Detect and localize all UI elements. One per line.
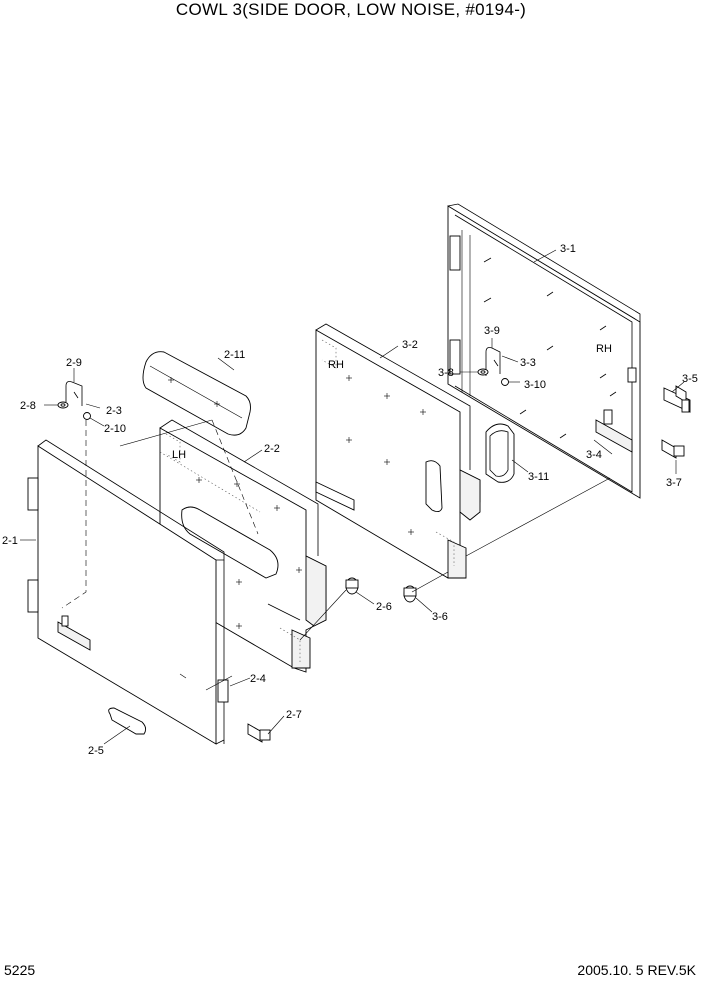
page-number: 5225 [4,962,36,978]
bolt-3-7 [661,439,685,459]
callout-3-8: 3-8 [438,367,454,379]
callout-3-1: 3-1 [560,243,576,255]
grommet-3-11 [485,423,515,483]
callout-3-10: 3-10 [524,379,546,391]
callout-2-4: 2-4 [250,673,266,685]
door-frame-3-1 [447,203,641,499]
callout-3-11: 3-11 [528,471,549,483]
sound-panel-3-2 [315,323,481,579]
washer-2-8 [57,401,69,409]
callout-2-8: 2-8 [20,400,36,412]
callout-3-7: 3-7 [666,477,682,489]
callout-3-2: 3-2 [402,339,418,351]
callout-3-9: 3-9 [484,325,500,337]
handle-2-5 [108,707,147,735]
leader-lines [20,249,685,745]
callout-2-9: 2-9 [66,357,82,369]
door-frame-2-1 [27,420,233,745]
nut-2-10 [83,412,91,420]
plug-3-6 [403,585,417,603]
stay-bracket-2-9 [65,381,83,406]
callout-2-3: 2-3 [106,405,122,417]
side-label-lh: LH [172,449,186,461]
callout-3-3: 3-3 [520,357,536,369]
bumper-2-6 [345,577,359,595]
page-title: COWL 3(SIDE DOOR, LOW NOISE, #0194-) [175,0,527,19]
callout-2-7: 2-7 [286,709,302,721]
revision-date: 2005.10. 5 REV.5K [577,962,696,978]
nut-3-10 [501,378,509,386]
callout-2-5: 2-5 [88,745,104,757]
side-label-rh-door: RH [596,343,612,355]
bracket-3-5 [663,385,691,413]
bolt-2-7 [247,723,271,743]
callout-2-11: 2-11 [224,349,245,361]
top-pad-2-11 [142,351,251,436]
callout-2-2: 2-2 [264,443,280,455]
callout-2-1: 2-1 [2,535,18,547]
callout-2-10: 2-10 [104,423,126,435]
side-label-rh-panel: RH [328,359,344,371]
callout-2-6: 2-6 [376,601,392,613]
washer-3-8 [477,368,489,376]
callout-3-5: 3-5 [682,373,698,385]
callout-3-6: 3-6 [432,611,448,623]
callout-3-4: 3-4 [586,449,602,461]
